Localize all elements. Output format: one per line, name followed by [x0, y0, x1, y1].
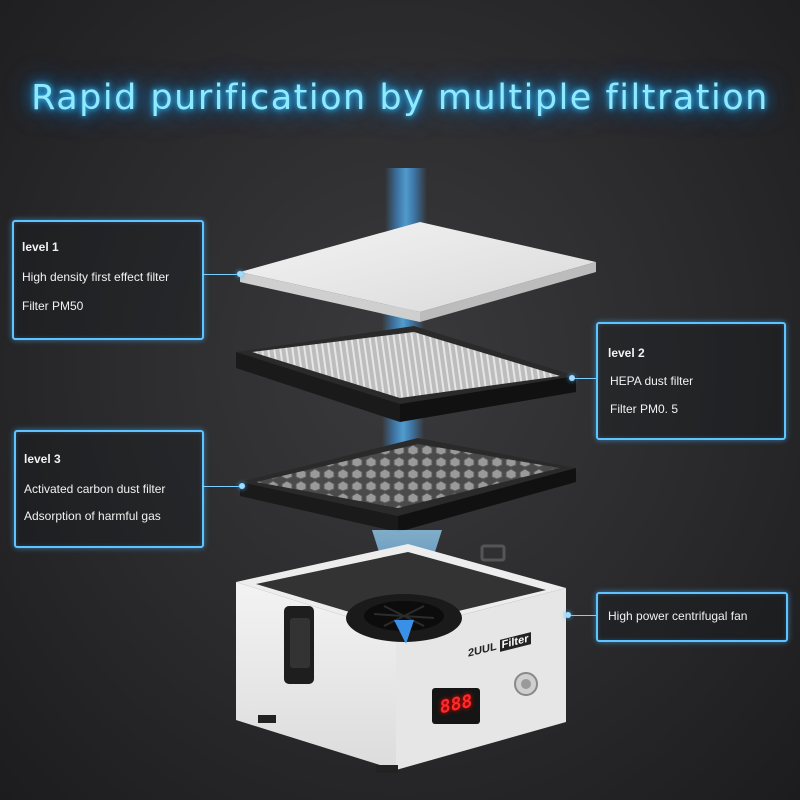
fan-leader-line [568, 615, 596, 616]
fan-anchor-dot [565, 612, 571, 618]
level-2-description: HEPA dust filter [610, 374, 694, 388]
headline: Rapid purification by multiple filtratio… [31, 78, 769, 118]
level-3-leader-line [202, 486, 242, 487]
level-2-filter [236, 326, 576, 422]
level-3-callout: level 3 Activated carbon dust filter Ads… [14, 430, 204, 548]
level-3-anchor-dot [239, 483, 245, 489]
level-1-rating: Filter PM50 [22, 299, 84, 313]
level-2-callout: level 2 HEPA dust filter Filter PM0. 5 [596, 322, 786, 440]
level-1-leader-line [202, 274, 240, 275]
level-1-anchor-dot [237, 271, 243, 277]
level-1-description: High density first effect filter [22, 270, 170, 284]
level-2-rating: Filter PM0. 5 [610, 402, 679, 416]
level-3-rating: Adsorption of harmful gas [24, 509, 161, 523]
level-3-filter [240, 438, 576, 532]
fan-description: High power centrifugal fan [608, 609, 748, 623]
level-1-callout: level 1 High density first effect filter… [12, 220, 204, 340]
level-2-heading: level 2 [608, 346, 645, 360]
level-1-filter [240, 222, 596, 322]
level-3-description: Activated carbon dust filter [24, 482, 166, 496]
fume-extractor-device [236, 544, 566, 773]
level-2-leader-line [572, 378, 596, 379]
level-3-heading: level 3 [24, 452, 61, 466]
fan-callout: High power centrifugal fan [596, 592, 788, 642]
level-1-heading: level 1 [22, 240, 59, 254]
level-2-anchor-dot [569, 375, 575, 381]
